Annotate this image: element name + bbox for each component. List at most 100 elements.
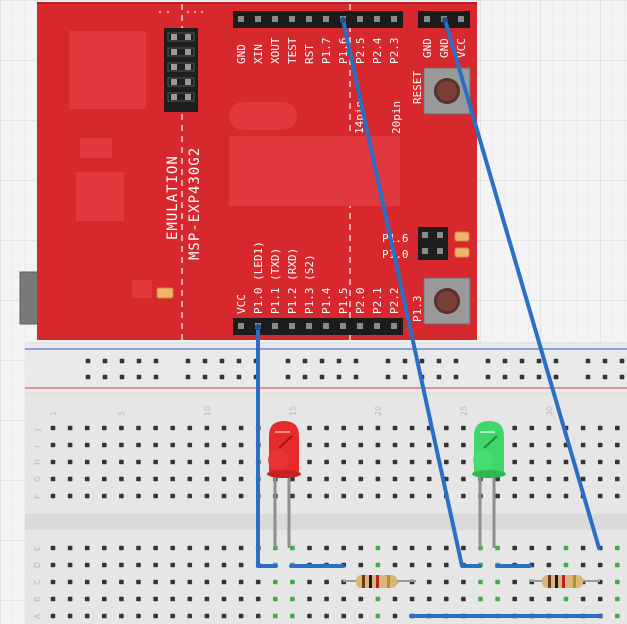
breadboard-hole[interactable] [153, 358, 159, 364]
breadboard-hole[interactable] [285, 374, 291, 380]
breadboard-hole[interactable] [290, 476, 295, 482]
breadboard-hole[interactable] [426, 596, 432, 602]
breadboard-hole[interactable] [563, 476, 569, 482]
breadboard-hole[interactable] [153, 579, 158, 585]
breadboard-hole[interactable] [102, 374, 108, 380]
breadboard-hole[interactable] [597, 562, 603, 568]
breadboard-hole[interactable] [307, 476, 312, 482]
bottom-header-pin[interactable] [374, 323, 380, 329]
breadboard-hole[interactable] [546, 596, 552, 602]
breadboard-hole[interactable] [238, 459, 244, 465]
breadboard-hole[interactable] [119, 493, 124, 499]
breadboard-hole[interactable] [375, 493, 381, 499]
breadboard-hole[interactable] [529, 596, 535, 602]
breadboard-hole[interactable] [602, 374, 608, 380]
breadboard-hole[interactable] [307, 442, 312, 448]
breadboard-hole[interactable] [236, 374, 242, 380]
breadboard-hole[interactable] [102, 596, 107, 602]
breadboard-hole[interactable] [324, 459, 329, 465]
breadboard-hole[interactable] [529, 493, 535, 499]
breadboard-hole[interactable] [436, 358, 442, 364]
breadboard-hole[interactable] [409, 596, 415, 602]
breadboard-hole[interactable] [358, 545, 364, 551]
reset-button[interactable] [423, 67, 471, 115]
power-header-pin[interactable] [458, 16, 464, 22]
breadboard-hole[interactable] [409, 476, 415, 482]
breadboard-hole[interactable] [204, 459, 210, 465]
breadboard-hole[interactable] [307, 596, 312, 602]
breadboard-hole[interactable] [221, 476, 227, 482]
breadboard-hole[interactable] [202, 358, 208, 364]
bottom-header-pin[interactable] [306, 323, 312, 329]
emulation-jumper-cap[interactable] [167, 47, 195, 57]
breadboard-hole[interactable] [546, 459, 552, 465]
breadboard-hole[interactable] [419, 358, 425, 364]
p13-button[interactable] [423, 277, 471, 325]
breadboard-hole[interactable] [553, 374, 559, 380]
breadboard-hole[interactable] [444, 579, 449, 585]
breadboard-hole[interactable] [136, 358, 142, 364]
breadboard-hole[interactable] [615, 425, 620, 431]
breadboard-hole[interactable] [84, 545, 90, 551]
breadboard-hole[interactable] [453, 374, 459, 380]
breadboard-hole[interactable] [136, 442, 141, 448]
breadboard-hole[interactable] [187, 545, 193, 551]
breadboard-hole[interactable] [580, 442, 586, 448]
breadboard-hole[interactable] [170, 579, 175, 585]
breadboard-hole[interactable] [444, 425, 449, 431]
breadboard-hole[interactable] [102, 476, 107, 482]
wire-p16-to-breadboard[interactable] [341, 18, 482, 568]
breadboard-hole[interactable] [615, 459, 620, 465]
breadboard-hole[interactable] [341, 545, 346, 551]
breadboard-hole[interactable] [119, 562, 124, 568]
breadboard-hole[interactable] [119, 476, 124, 482]
breadboard-hole[interactable] [495, 579, 500, 585]
breadboard-hole[interactable] [219, 358, 225, 364]
breadboard-hole[interactable] [307, 459, 312, 465]
breadboard-hole[interactable] [238, 493, 244, 499]
breadboard-hole[interactable] [615, 442, 620, 448]
breadboard-hole[interactable] [290, 545, 295, 551]
breadboard-hole[interactable] [597, 596, 603, 602]
breadboard-hole[interactable] [84, 562, 90, 568]
breadboard-hole[interactable] [307, 425, 312, 431]
breadboard-hole[interactable] [619, 358, 625, 364]
breadboard-hole[interactable] [187, 613, 193, 619]
breadboard-hole[interactable] [119, 579, 124, 585]
breadboard-hole[interactable] [426, 442, 432, 448]
breadboard-hole[interactable] [358, 442, 364, 448]
breadboard-hole[interactable] [273, 579, 278, 585]
breadboard-hole[interactable] [461, 425, 466, 431]
breadboard-hole[interactable] [170, 596, 175, 602]
breadboard-hole[interactable] [546, 562, 552, 568]
top-header-pin[interactable] [306, 16, 312, 22]
breadboard-hole[interactable] [50, 596, 56, 602]
breadboard-hole[interactable] [375, 459, 381, 465]
breadboard-hole[interactable] [461, 442, 466, 448]
breadboard-hole[interactable] [102, 459, 107, 465]
breadboard-hole[interactable] [619, 374, 625, 380]
breadboard-hole[interactable] [580, 545, 586, 551]
breadboard-hole[interactable] [495, 493, 500, 499]
breadboard-hole[interactable] [84, 442, 90, 448]
breadboard-hole[interactable] [392, 493, 398, 499]
breadboard-hole[interactable] [102, 545, 107, 551]
breadboard-hole[interactable] [615, 596, 620, 602]
breadboard-hole[interactable] [563, 596, 569, 602]
breadboard-hole[interactable] [102, 613, 107, 619]
breadboard-hole[interactable] [136, 459, 141, 465]
breadboard-hole[interactable] [204, 613, 210, 619]
breadboard-hole[interactable] [204, 442, 210, 448]
breadboard-hole[interactable] [426, 562, 432, 568]
breadboard-hole[interactable] [67, 493, 73, 499]
bottom-header-pin[interactable] [391, 323, 397, 329]
breadboard-hole[interactable] [512, 425, 517, 431]
bottom-header-pin[interactable] [340, 323, 346, 329]
breadboard-hole[interactable] [290, 493, 295, 499]
breadboard-hole[interactable] [50, 442, 56, 448]
breadboard-hole[interactable] [67, 596, 73, 602]
breadboard-hole[interactable] [353, 374, 359, 380]
breadboard-hole[interactable] [512, 493, 517, 499]
breadboard-hole[interactable] [221, 459, 227, 465]
breadboard-hole[interactable] [170, 459, 175, 465]
